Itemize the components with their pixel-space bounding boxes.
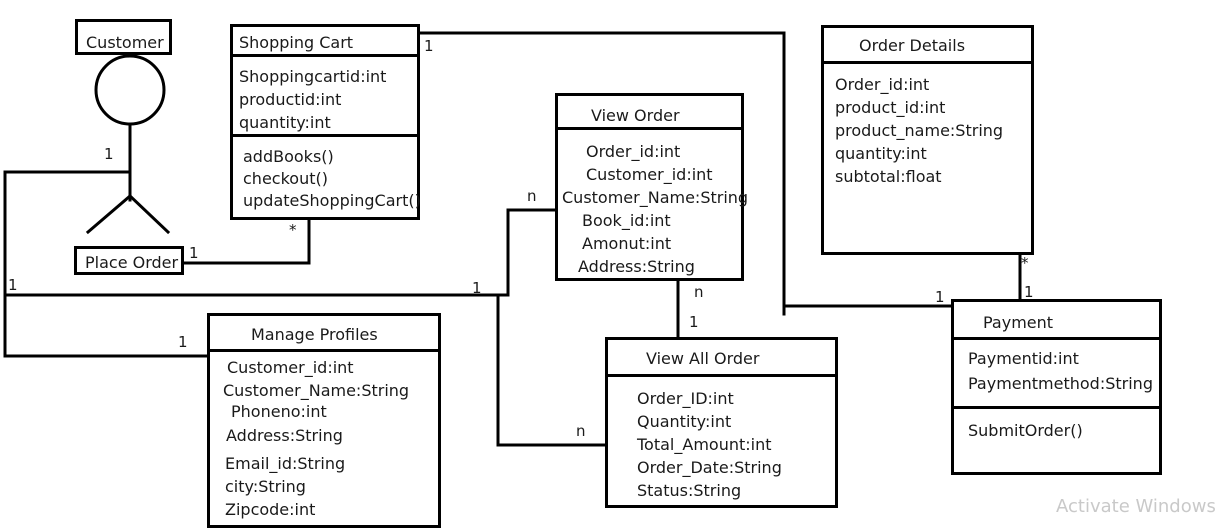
payment-separator (954, 406, 1159, 409)
order-details-attr: Order_id:int (835, 75, 930, 94)
manage-profiles-attr: Address:String (226, 426, 343, 445)
multiplicity-label: 1 (689, 313, 699, 331)
view-all-order-class: View All Order Order_ID:int Quantity:int… (605, 337, 838, 508)
order-details-attr: quantity:int (835, 144, 927, 163)
place-order-box: Place Order (74, 246, 184, 275)
multiplicity-label: 1 (424, 37, 434, 55)
actor-to-left-bus (3, 170, 210, 358)
shopping-cart-title: Shopping Cart (233, 27, 417, 57)
manage-profiles-attr: Email_id:String (225, 454, 346, 473)
view-all-order-title-text: View All Order (646, 349, 760, 368)
multiplicity-label: * (1021, 254, 1029, 272)
cart-to-payment (416, 31, 786, 316)
multiplicity-label: n (576, 422, 586, 440)
multiplicity-label: 1 (935, 288, 945, 306)
shopping-cart-attr: productid:int (239, 90, 342, 109)
shopping-cart-attr: quantity:int (239, 113, 331, 132)
order-details-title-text: Order Details (859, 36, 966, 55)
view-order-class: View Order Order_id:int Customer_id:int … (555, 93, 748, 281)
customer-actor-label: Customer (86, 33, 164, 52)
view-order-attr: Customer_Name:String (562, 188, 749, 207)
manage-profiles-attr: Customer_Name:String (223, 381, 410, 400)
place-order-to-cart (181, 216, 311, 265)
view-all-order-attr: Quantity:int (637, 412, 732, 431)
view-all-order-attr: Order_ID:int (637, 389, 734, 408)
multiplicity-label: 1 (178, 333, 188, 351)
view-order-title-text: View Order (591, 106, 680, 125)
shopping-cart-method: checkout() (243, 169, 328, 188)
manage-profiles-class: Manage Profiles Customer_id:int Customer… (207, 313, 441, 528)
customer-actor-box: Customer (75, 19, 172, 55)
payment-title: Payment (954, 302, 1159, 340)
order-details-class: Order Details Order_id:int product_id:in… (821, 25, 1034, 255)
view-all-order-attr: Status:String (637, 481, 742, 500)
view-all-order-title: View All Order (608, 340, 835, 377)
view-order-title: View Order (558, 96, 741, 130)
view-all-order-attr: Order_Date:String (637, 458, 782, 477)
multiplicity-label: 1 (104, 145, 114, 163)
payment-attr: Paymentmethod:String (968, 374, 1153, 393)
order-details-attr: product_name:String (835, 121, 1004, 140)
manage-profiles-attr: Zipcode:int (225, 500, 316, 519)
payment-title-text: Payment (983, 313, 1054, 332)
shopping-cart-method: updateShoppingCart() (243, 191, 421, 210)
payment-attr: Paymentid:int (968, 349, 1079, 368)
order-details-attr: product_id:int (835, 98, 946, 117)
actor-head (94, 54, 166, 126)
shopping-cart-title-text: Shopping Cart (239, 33, 354, 52)
multiplicity-label: n (694, 283, 704, 301)
actor-left-leg (85, 193, 133, 235)
bus-to-view-order (506, 208, 558, 297)
manage-profiles-attr: Phoneno:int (231, 402, 327, 421)
view-order-attr: Book_id:int (582, 211, 671, 230)
shopping-cart-attr: Shoppingcartid:int (239, 67, 387, 86)
multiplicity-label: 1 (189, 244, 199, 262)
multiplicity-label: 1 (472, 279, 482, 297)
view-order-attr: Order_id:int (586, 142, 681, 161)
multiplicity-label: 1 (8, 276, 18, 294)
manage-profiles-title: Manage Profiles (210, 316, 438, 352)
payment-class: Payment Paymentid:int Paymentmethod:Stri… (951, 299, 1162, 475)
shopping-cart-method: addBooks() (243, 147, 334, 166)
manage-profiles-title-text: Manage Profiles (251, 325, 378, 344)
view-order-attr: Amonut:int (582, 234, 672, 253)
order-details-attr: subtotal:float (835, 167, 942, 186)
payment-method: SubmitOrder() (968, 421, 1083, 440)
activate-windows-watermark: Activate Windows (1056, 496, 1216, 517)
actor-right-leg (127, 193, 171, 235)
multiplicity-label: 1 (1024, 283, 1034, 301)
bus-to-view-all-order (496, 293, 607, 447)
view-order-attr: Customer_id:int (586, 165, 713, 184)
shopping-cart-class: Shopping Cart Shoppingcartid:int product… (230, 24, 421, 220)
view-order-attr: Address:String (578, 257, 695, 276)
multiplicity-label: * (289, 221, 297, 239)
place-order-label: Place Order (85, 253, 179, 272)
multiplicity-label: n (527, 187, 537, 205)
manage-profiles-attr: Customer_id:int (227, 358, 354, 377)
order-details-title: Order Details (824, 28, 1031, 64)
shopping-cart-separator (233, 134, 417, 137)
view-all-order-attr: Total_Amount:int (637, 435, 772, 454)
manage-profiles-attr: city:String (225, 477, 306, 496)
